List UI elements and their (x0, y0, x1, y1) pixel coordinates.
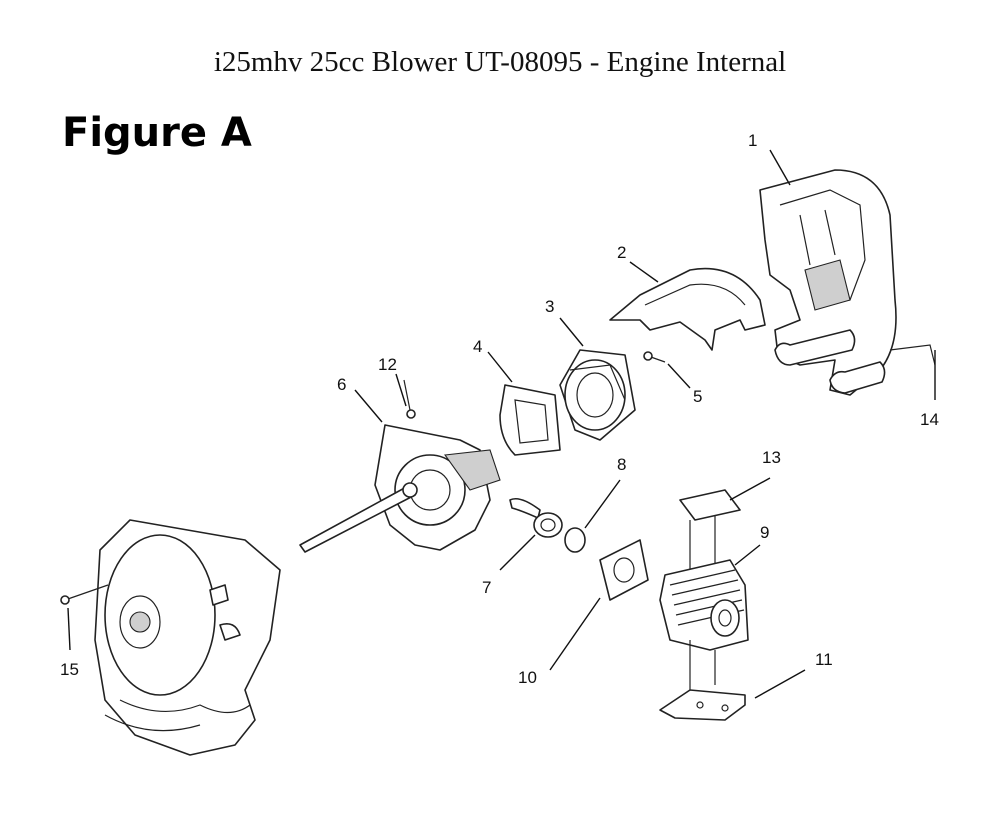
part-15-fan-housing (60, 519, 281, 756)
part-2-shroud (609, 267, 766, 351)
page-title: i25mhv 25cc Blower UT-08095 - Engine Int… (213, 46, 787, 78)
callout-8: 8 (617, 455, 626, 474)
callout-15: 15 (60, 660, 79, 679)
part-1-housing (759, 169, 936, 396)
callout-13: 13 (762, 448, 781, 467)
callout-4: 4 (473, 337, 482, 356)
callout-5: 5 (693, 387, 702, 406)
leader-lines (67, 149, 936, 699)
part-10-cylinder-gasket (599, 539, 649, 601)
callout-labels: 1 2 3 4 5 6 7 8 9 10 11 12 13 14 15 (60, 131, 939, 687)
callout-12: 12 (378, 355, 397, 374)
part-6-crankcase (299, 424, 501, 553)
part-4-gasket (499, 384, 561, 456)
callout-9: 9 (760, 523, 769, 542)
callout-6: 6 (337, 375, 346, 394)
part-3-muffler (559, 349, 636, 441)
callout-3: 3 (545, 297, 554, 316)
part-5-screw (643, 351, 666, 363)
callout-7: 7 (482, 578, 491, 597)
callout-2: 2 (617, 243, 626, 262)
part-9-cylinder (659, 559, 749, 651)
part-8-ring (564, 527, 586, 553)
part-12-screw (403, 379, 416, 419)
figure-label: Figure A (62, 110, 252, 156)
callout-14: 14 (920, 410, 939, 429)
part-7-piston (509, 497, 563, 538)
callout-11: 11 (815, 650, 833, 669)
part-11-base-plate (659, 640, 746, 721)
callout-10: 10 (518, 668, 537, 687)
callout-1: 1 (748, 131, 757, 150)
